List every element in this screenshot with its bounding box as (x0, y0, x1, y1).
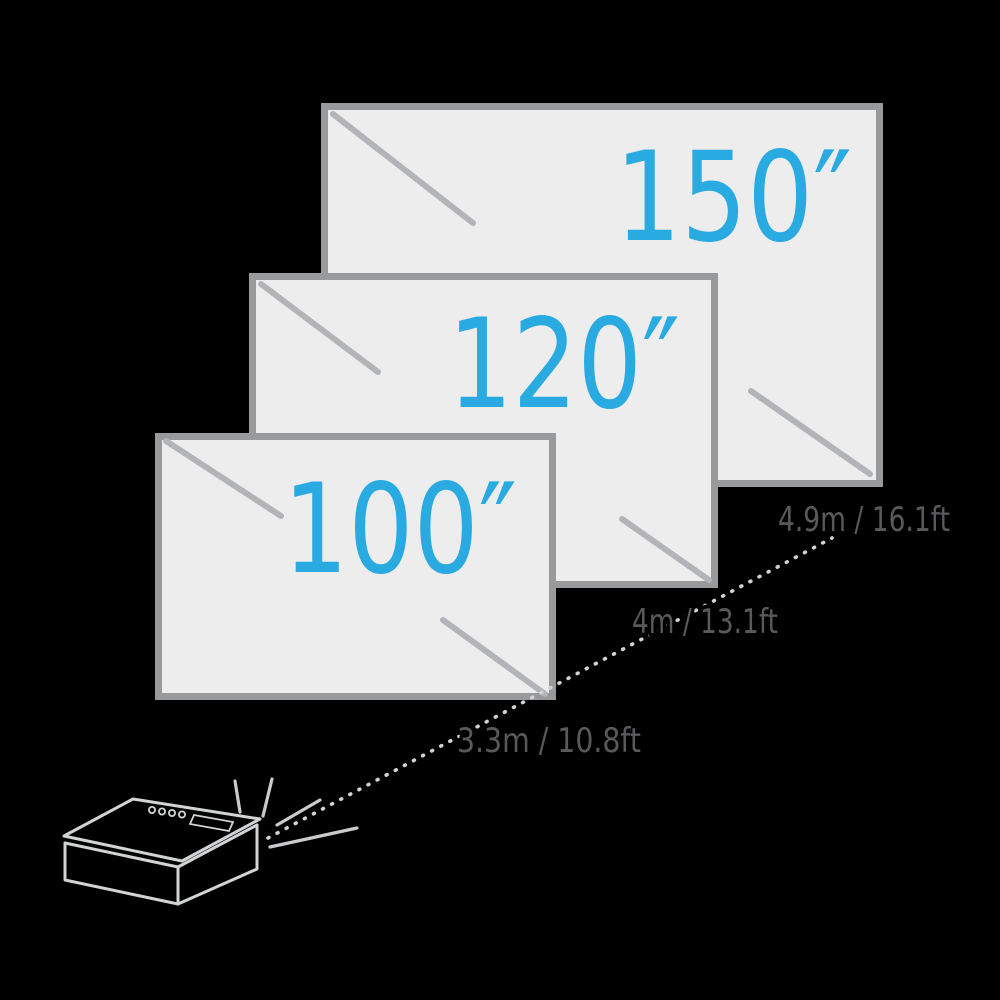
screen-100: 100″ (155, 433, 556, 700)
projector-lid (62, 797, 262, 863)
light-ray-icon (268, 826, 359, 849)
projector-button-icon (147, 806, 156, 815)
projector-icon (62, 777, 359, 906)
screen-size-label-100: 100″ (283, 458, 517, 602)
projector-vent-slot (188, 813, 235, 833)
light-ray-icon (261, 777, 274, 818)
distance-label-150: 4.9m / 16.1ft (778, 500, 950, 540)
light-ray-icon (275, 798, 322, 827)
glare-line-top-left-120 (258, 281, 381, 375)
projector-button-icon (167, 809, 176, 818)
distance-label-120: 4m / 13.1ft (632, 602, 778, 642)
screen-size-label-120: 120″ (448, 293, 680, 437)
glare-line-top-left-100 (163, 438, 284, 519)
glare-line-bottom-right-100 (440, 617, 548, 697)
glare-line-top-left-150 (330, 111, 476, 226)
distance-label-100: 3.3m / 10.8ft (457, 721, 641, 761)
glare-line-bottom-right-150 (748, 388, 873, 477)
screen-size-label-150: 150″ (615, 126, 852, 270)
glare-line-bottom-right-120 (619, 516, 712, 583)
projector-button-icon (157, 807, 166, 816)
light-ray-icon (233, 779, 242, 814)
throw-distance-dotted-line (266, 536, 834, 840)
projector-button-icon (177, 810, 186, 819)
